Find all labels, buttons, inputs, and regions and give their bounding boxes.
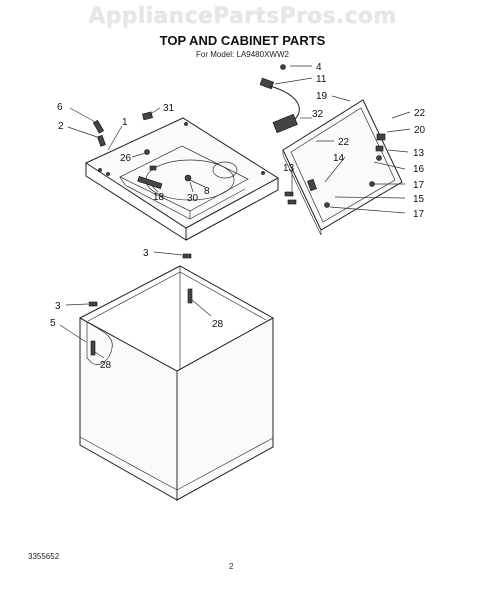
- callout-30: 30: [187, 193, 199, 204]
- callout-3-upper: 3: [143, 248, 149, 259]
- diagram-title: TOP AND CABINET PARTS: [159, 33, 326, 48]
- callout-8: 8: [204, 186, 210, 197]
- model-subtitle: For Model: LA9480XWW2: [196, 50, 289, 59]
- callout-22-lid: 22: [338, 137, 350, 148]
- callout-26: 26: [120, 153, 132, 164]
- callout-31: 31: [163, 103, 175, 114]
- callout-16: 16: [413, 164, 425, 175]
- washer-top: [84, 117, 279, 241]
- callout-5: 5: [50, 318, 56, 329]
- callout-1: 1: [122, 117, 128, 128]
- callout-32: 32: [312, 109, 324, 120]
- callout-13-right: 13: [413, 148, 425, 159]
- callout-22-top: 22: [414, 108, 426, 119]
- callout-2: 2: [58, 121, 64, 132]
- callout-13-left: 13: [283, 163, 295, 174]
- callout-11: 11: [316, 74, 327, 85]
- leader-lines: [59, 65, 411, 359]
- washer-cabinet: [79, 253, 274, 501]
- callout-15: 15: [413, 194, 425, 205]
- callout-20: 20: [414, 125, 426, 136]
- washer-lid: [282, 99, 403, 236]
- callout-14: 14: [333, 153, 345, 164]
- callout-3-lower: 3: [55, 301, 61, 312]
- callout-4: 4: [316, 62, 322, 73]
- callout-18: 18: [153, 192, 165, 203]
- page-number: 2: [229, 562, 234, 571]
- callout-17-lower: 17: [413, 209, 425, 220]
- callout-6: 6: [57, 102, 63, 113]
- callout-numbers: 4 11 19 22 20 32 22 13 14 13 16 17 15 17…: [50, 62, 426, 371]
- callout-28-left: 28: [100, 360, 112, 371]
- part-code: 3355652: [28, 552, 60, 561]
- watermark: AppliancePartsPros.com: [88, 4, 397, 29]
- callout-28-right: 28: [212, 319, 224, 330]
- callout-19: 19: [316, 91, 328, 102]
- top-hardware: [92, 111, 192, 189]
- lid-switch-harness: [259, 64, 300, 134]
- callout-17-upper: 17: [413, 180, 425, 191]
